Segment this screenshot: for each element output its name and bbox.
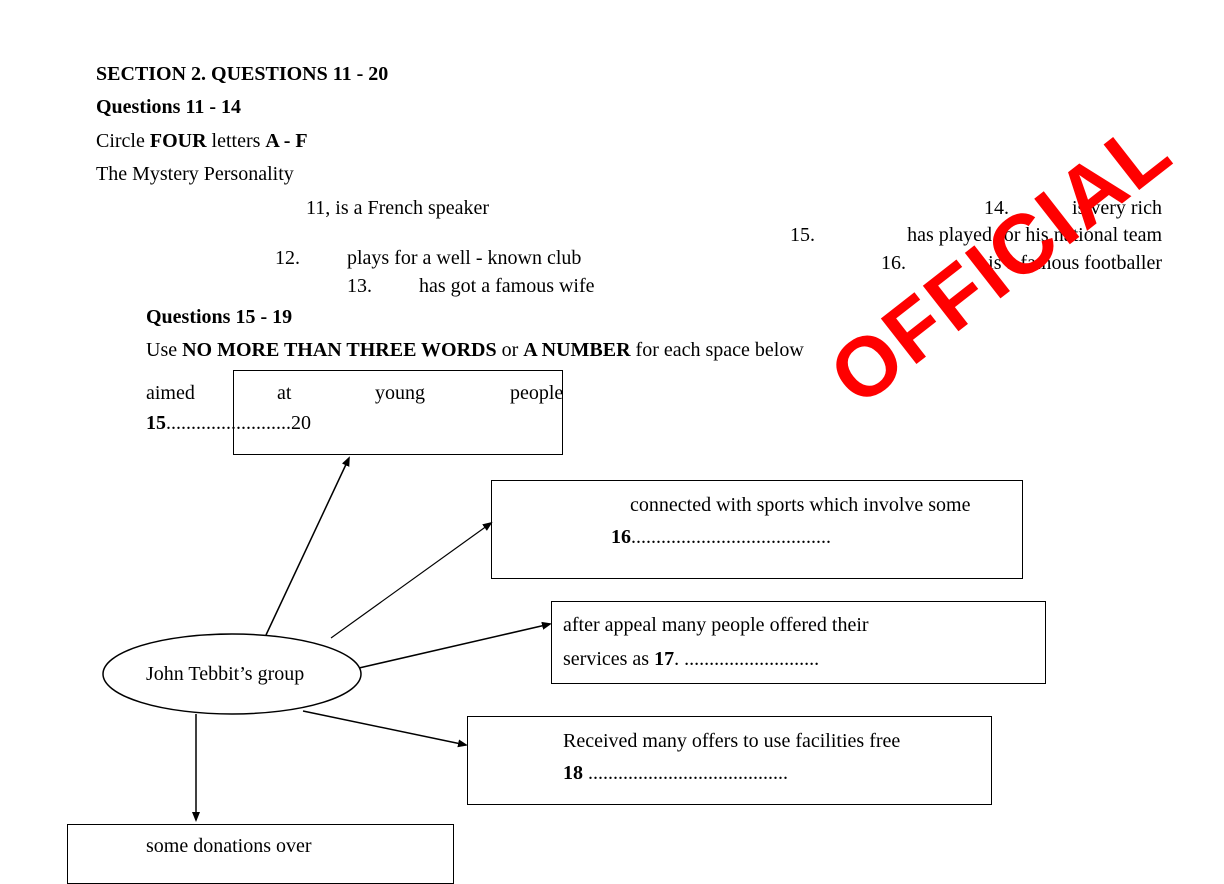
questions-15-19-heading: Questions 15 - 19 <box>146 306 293 328</box>
arrow-to-box-18 <box>302 710 468 748</box>
box18-text: Received many offers to use facilities f… <box>563 730 901 752</box>
circle-instruction: Circle FOUR letters A - F <box>96 130 308 152</box>
box19-text: some donations over <box>146 835 312 857</box>
item-12-number: 12. <box>275 247 300 269</box>
box16-text: connected with sports which involve some <box>630 494 971 516</box>
box15-word-people: people <box>510 382 564 404</box>
box18-answer-line: 18 .....................................… <box>563 762 788 784</box>
item-16-number: 16. <box>881 252 906 274</box>
answer-box-16 <box>491 480 1023 579</box>
center-label: John Tebbit’s group <box>146 663 305 685</box>
item-14-number: 14. <box>984 197 1009 219</box>
item-14-text: is very rich <box>1072 197 1162 219</box>
diagram-connectors <box>102 456 552 822</box>
box15-answer-line: 15.........................20 <box>146 412 311 434</box>
arrow-to-box-15 <box>265 456 350 636</box>
answer-box-18 <box>467 716 992 805</box>
item-13-text: has got a famous wife <box>419 275 595 297</box>
answer-box-15 <box>233 370 563 455</box>
item-11: 11, is a French speaker <box>306 197 490 219</box>
box15-word-young: young <box>375 382 425 404</box>
item-13-number: 13. <box>347 275 372 297</box>
words-instruction: Use NO MORE THAN THREE WORDS or A NUMBER… <box>146 339 804 361</box>
item-15-number: 15. <box>790 224 815 246</box>
arrow-to-box-17 <box>358 621 552 669</box>
section-heading: SECTION 2. QUESTIONS 11 - 20 <box>96 63 389 85</box>
questions-11-14-heading: Questions 11 - 14 <box>96 96 242 118</box>
box15-word-at: at <box>277 382 292 404</box>
center-ellipse <box>102 633 362 715</box>
mystery-title: The Mystery Personality <box>96 163 294 185</box>
item-12-text: plays for a well - known club <box>347 247 582 269</box>
box15-word-aimed: aimed <box>146 382 195 404</box>
item-16-text: is a famous footballer <box>988 252 1162 274</box>
item-15-text: has played for his national team <box>907 224 1162 246</box>
arrow-to-box-16 <box>330 521 493 639</box>
box16-answer-line: 16......................................… <box>611 526 831 548</box>
box17-answer-line: services as 17. ........................… <box>563 648 820 670</box>
box17-text: after appeal many people offered their <box>563 614 869 636</box>
answer-box-17 <box>551 601 1046 684</box>
